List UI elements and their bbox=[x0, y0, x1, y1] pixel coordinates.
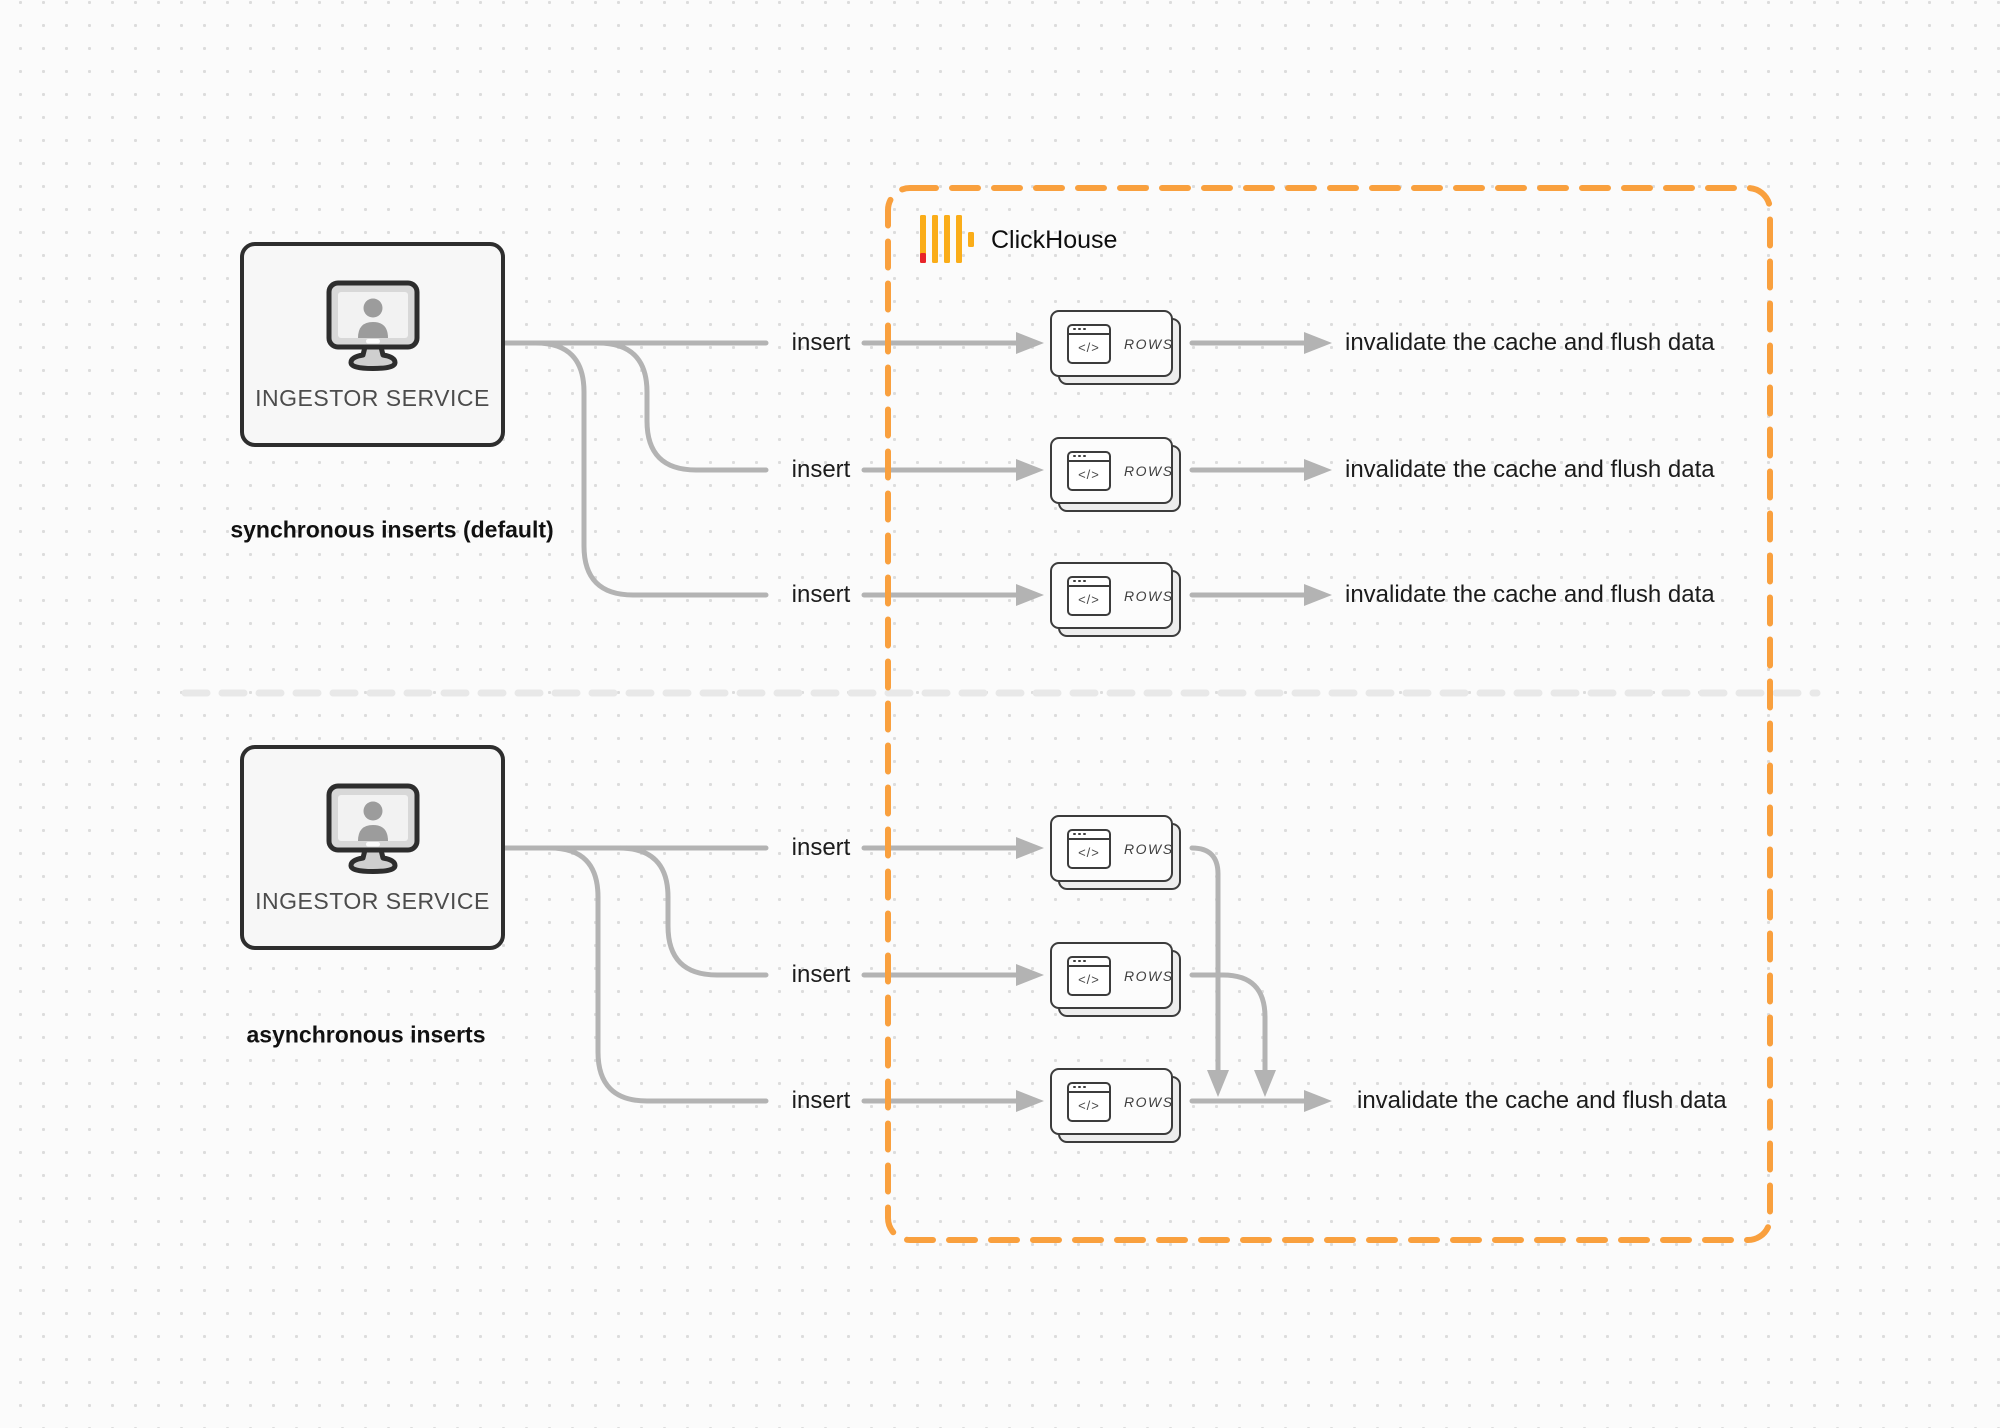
arrowhead-sync-insert-2 bbox=[1016, 459, 1044, 481]
ingestor-service-label: INGESTOR SERVICE bbox=[255, 888, 490, 914]
result-label: invalidate the cache and flush data bbox=[1357, 1087, 1727, 1114]
rows-card: </> ROWS bbox=[1050, 562, 1181, 637]
rows-card: </> ROWS bbox=[1050, 437, 1181, 512]
code-glyph: </> bbox=[1078, 467, 1100, 482]
insert-label: insert bbox=[791, 834, 851, 861]
arrowhead-async-down-2 bbox=[1254, 1070, 1276, 1097]
monitor-user-icon bbox=[326, 280, 419, 371]
arrowhead-sync-insert-3 bbox=[1016, 584, 1044, 606]
rows-label: ROWS bbox=[1124, 587, 1174, 604]
arrowhead-sync-result-1 bbox=[1304, 332, 1332, 354]
clickhouse-boundary bbox=[885, 185, 1773, 1243]
code-window-icon: </> bbox=[1067, 575, 1111, 616]
rows-card: </> ROWS bbox=[1050, 942, 1181, 1017]
section-caption-async: asynchronous inserts bbox=[246, 1021, 486, 1048]
code-window-icon: </> bbox=[1067, 323, 1111, 364]
code-window-icon: </> bbox=[1067, 450, 1111, 491]
rows-label: ROWS bbox=[1124, 967, 1174, 984]
ingestor-service-box-async: INGESTOR SERVICE bbox=[240, 745, 505, 950]
arrowhead-async-insert-3 bbox=[1016, 1090, 1044, 1112]
ingestor-service-box-sync: INGESTOR SERVICE bbox=[240, 242, 505, 447]
insert-label: insert bbox=[791, 581, 851, 608]
insert-label: insert bbox=[791, 961, 851, 988]
rows-card: </> ROWS bbox=[1050, 1068, 1181, 1143]
rows-label: ROWS bbox=[1124, 840, 1174, 857]
gray-wires bbox=[502, 340, 1307, 1104]
card-front: </> ROWS bbox=[1050, 437, 1173, 504]
card-front: </> ROWS bbox=[1050, 942, 1173, 1009]
code-window-icon: </> bbox=[1067, 955, 1111, 996]
insert-label: insert bbox=[791, 1087, 851, 1114]
rows-card: </> ROWS bbox=[1050, 310, 1181, 385]
code-glyph: </> bbox=[1078, 845, 1100, 860]
code-glyph: </> bbox=[1078, 592, 1100, 607]
card-front: </> ROWS bbox=[1050, 310, 1173, 377]
rows-label: ROWS bbox=[1124, 462, 1174, 479]
rows-label: ROWS bbox=[1124, 1093, 1174, 1110]
code-window-icon: </> bbox=[1067, 1081, 1111, 1122]
code-glyph: </> bbox=[1078, 340, 1100, 355]
rows-label: ROWS bbox=[1124, 335, 1174, 352]
card-front: </> ROWS bbox=[1050, 1068, 1173, 1135]
arrowhead-sync-insert-1 bbox=[1016, 332, 1044, 354]
arrowhead-async-down-1 bbox=[1207, 1070, 1229, 1097]
monitor-user-icon bbox=[326, 783, 419, 874]
arrowhead-async-insert-2 bbox=[1016, 964, 1044, 986]
arrowhead-async-result bbox=[1304, 1090, 1332, 1112]
arrowheads bbox=[1016, 332, 1332, 1112]
code-glyph: </> bbox=[1078, 1098, 1100, 1113]
code-window-icon: </> bbox=[1067, 828, 1111, 869]
card-front: </> ROWS bbox=[1050, 562, 1173, 629]
result-label: invalidate the cache and flush data bbox=[1345, 581, 1715, 608]
arrowhead-sync-result-3 bbox=[1304, 584, 1332, 606]
rows-card: </> ROWS bbox=[1050, 815, 1181, 890]
card-front: </> ROWS bbox=[1050, 815, 1173, 882]
section-caption-sync: synchronous inserts (default) bbox=[230, 516, 554, 543]
arrowhead-sync-result-2 bbox=[1304, 459, 1332, 481]
ingestor-service-label: INGESTOR SERVICE bbox=[255, 385, 490, 411]
clickhouse-logo-icon bbox=[920, 215, 974, 263]
insert-label: insert bbox=[791, 329, 851, 356]
wire-sync-branch-row2 bbox=[595, 340, 769, 473]
code-glyph: </> bbox=[1078, 972, 1100, 987]
arrowhead-async-insert-1 bbox=[1016, 837, 1044, 859]
wire-async-card1-down bbox=[1189, 845, 1221, 1073]
wire-async-branch-row3 bbox=[547, 845, 769, 1104]
insert-label: insert bbox=[791, 456, 851, 483]
result-label: invalidate the cache and flush data bbox=[1345, 456, 1715, 483]
wire-async-card2-down bbox=[1189, 972, 1268, 1073]
clickhouse-brand-label: ClickHouse bbox=[991, 225, 1118, 254]
clickhouse-logo: ClickHouse bbox=[920, 215, 1117, 265]
result-label: invalidate the cache and flush data bbox=[1345, 329, 1715, 356]
wire-async-branch-row2 bbox=[616, 845, 769, 978]
wire-sync-branch-row3 bbox=[533, 340, 769, 598]
